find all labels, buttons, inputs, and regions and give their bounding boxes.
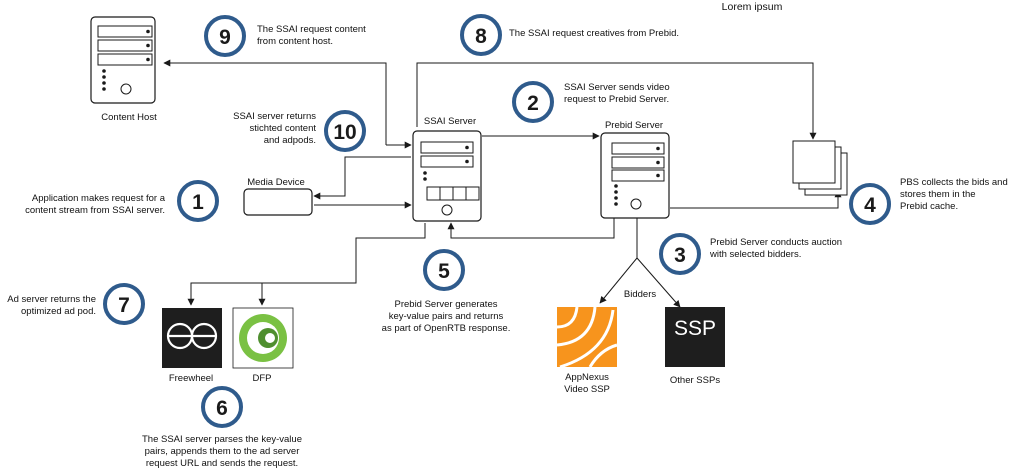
svg-text:Ad server returns the: Ad server returns the: [7, 294, 96, 305]
step-badge-6: 6: [201, 386, 243, 428]
svg-text:as part of OpenRTB response.: as part of OpenRTB response.: [382, 323, 511, 334]
dfp-label: DFP: [253, 373, 272, 384]
svg-text:Prebid Server generates: Prebid Server generates: [395, 299, 498, 310]
svg-text:Application makes request for: Application makes request for a: [32, 193, 166, 204]
svg-text:6: 6: [216, 397, 228, 420]
svg-text:and adpods.: and adpods.: [264, 135, 316, 146]
arrow-ssai-to-media-device: [313, 156, 411, 200]
svg-text:9: 9: [219, 26, 231, 49]
svg-text:request to Prebid Server.: request to Prebid Server.: [564, 94, 669, 105]
dfp-logo: [232, 307, 294, 369]
ssai-server-label: SSAI Server: [424, 116, 476, 127]
step-badge-8: 8: [460, 14, 502, 56]
step-text-10: SSAI server returns stichted content and…: [233, 111, 316, 146]
header-text: Lorem ipsum: [722, 1, 783, 13]
svg-text:with selected bidders.: with selected bidders.: [709, 249, 801, 260]
arrow-ssai-ad-server: [187, 223, 426, 306]
svg-text:The SSAI server parses the key: The SSAI server parses the key-value: [142, 434, 302, 445]
svg-text:1: 1: [192, 191, 204, 214]
svg-text:pairs, appends them to the ad: pairs, appends them to the ad server: [145, 446, 300, 457]
freewheel-logo: [162, 308, 222, 368]
step-badge-1: 1: [177, 180, 219, 222]
arrow-prebid-to-cache: [670, 190, 842, 209]
svg-text:optimized ad pod.: optimized ad pod.: [21, 306, 96, 317]
svg-text:SSAI Server sends video: SSAI Server sends video: [564, 82, 670, 93]
appnexus-label-line1: AppNexus: [565, 372, 609, 383]
step-badge-2: 2: [512, 81, 554, 123]
step-badge-3: 3: [659, 233, 701, 275]
step-text-2: SSAI Server sends video request to Prebi…: [564, 82, 670, 105]
svg-text:SSAI server returns: SSAI server returns: [233, 111, 316, 122]
arrow-ssai-to-pbs-cache: [416, 62, 817, 140]
step-text-8: The SSAI request creatives from Prebid.: [509, 28, 679, 39]
step-text-9: The SSAI request content from content ho…: [257, 24, 366, 47]
step-text-1: Application makes request for a content …: [25, 193, 166, 216]
content-host-label: Content Host: [101, 112, 157, 123]
svg-text:stores them in the: stores them in the: [900, 189, 976, 200]
svg-text:The SSAI request content: The SSAI request content: [257, 24, 366, 35]
step-text-6: The SSAI server parses the key-value pai…: [142, 434, 302, 469]
bidders-label: Bidders: [624, 289, 656, 300]
svg-text:10: 10: [333, 121, 356, 144]
ssai-server: [412, 130, 482, 222]
step-text-3: Prebid Server conducts auction with sele…: [709, 237, 842, 260]
appnexus-logo: [556, 306, 618, 369]
step-badge-9: 9: [204, 15, 246, 57]
other-ssps-label: Other SSPs: [670, 375, 720, 386]
arrow-to-other-ssps: [636, 257, 681, 308]
step-badge-4: 4: [849, 183, 891, 225]
svg-text:Prebid cache.: Prebid cache.: [900, 201, 958, 212]
arrow-to-appnexus: [599, 257, 638, 304]
svg-text:stichted content: stichted content: [249, 123, 316, 134]
svg-text:5: 5: [438, 260, 450, 283]
freewheel-label: Freewheel: [169, 373, 213, 384]
svg-text:from content host.: from content host.: [257, 36, 333, 47]
ssp-logo-text: SSP: [674, 317, 716, 340]
svg-text:Prebid Server conducts auction: Prebid Server conducts auction: [710, 237, 842, 248]
arrow-ssai-to-content-host: [163, 59, 387, 145]
arrow-prebid-response-to-ssai: [447, 218, 615, 239]
media-device-label: Media Device: [247, 177, 305, 188]
svg-text:request URL and sends the req: request URL and sends the request.: [146, 458, 298, 469]
step-text-7: Ad server returns the optimized ad pod.: [7, 294, 96, 317]
step-text-5: Prebid Server generates key-value pairs …: [382, 299, 511, 334]
prebid-server-label: Prebid Server: [605, 120, 663, 131]
svg-text:4: 4: [864, 194, 876, 217]
svg-text:8: 8: [475, 25, 487, 48]
svg-text:2: 2: [527, 92, 539, 115]
appnexus-label-line2: Video SSP: [564, 384, 610, 395]
media-device: [243, 188, 313, 216]
step-badge-5: 5: [423, 249, 465, 291]
step-badge-7: 7: [103, 283, 145, 325]
content-host-server: [90, 16, 156, 104]
connectors: [163, 59, 842, 308]
svg-text:PBS collects the bids and: PBS collects the bids and: [900, 177, 1008, 188]
step-badge-10: 10: [324, 110, 366, 152]
prebid-cache-pages-icon: [792, 140, 848, 196]
svg-text:7: 7: [118, 294, 130, 317]
svg-text:3: 3: [674, 244, 686, 267]
step-text-4: PBS collects the bids and stores them in…: [900, 177, 1008, 212]
other-ssp-logo: SSP: [665, 307, 725, 367]
svg-text:content stream from SSAI serve: content stream from SSAI server.: [25, 205, 165, 216]
svg-text:The SSAI request creatives fro: The SSAI request creatives from Prebid.: [509, 28, 679, 39]
prebid-server: [600, 132, 670, 219]
svg-text:key-value pairs and returns: key-value pairs and returns: [389, 311, 504, 322]
